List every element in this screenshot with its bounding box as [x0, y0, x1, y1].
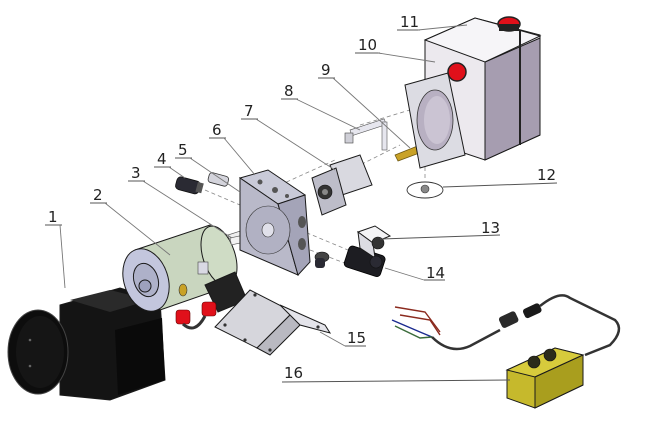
part-oil-tank[interactable] [404, 17, 542, 169]
callout-number: 15 [347, 329, 366, 347]
part-suction-tube[interactable] [344, 118, 388, 151]
callout-4: 4 [154, 150, 186, 179]
callout-number: 8 [284, 82, 294, 100]
part-solenoid-valve[interactable] [314, 225, 392, 278]
callout-number: 11 [400, 13, 419, 31]
callout-number: 12 [537, 166, 556, 184]
callout-3: 3 [128, 164, 233, 239]
callout-number: 1 [48, 208, 58, 226]
callout-number: 16 [284, 364, 303, 382]
callout-16: 16 [281, 364, 511, 383]
part-check-valve[interactable] [207, 172, 230, 187]
callout-number: 3 [131, 164, 141, 182]
part-breather-cap[interactable] [447, 16, 521, 82]
callout-1: 1 [45, 208, 66, 289]
callout-8: 8 [281, 82, 361, 131]
callout-number: 7 [244, 102, 254, 120]
part-manifold[interactable] [238, 169, 311, 276]
callout-12: 12 [442, 166, 558, 188]
callouts: 1 2 3 4 5 6 7 [45, 13, 558, 383]
part-motor-cover[interactable] [7, 287, 166, 401]
callout-number: 14 [426, 264, 445, 282]
part-mounting-bracket[interactable] [214, 289, 332, 356]
callout-11: 11 [397, 13, 468, 31]
callout-2: 2 [90, 186, 171, 256]
callout-number: 9 [321, 61, 331, 79]
callout-7: 7 [241, 102, 336, 171]
callout-13: 13 [379, 219, 500, 240]
part-relief-valve[interactable] [175, 176, 204, 195]
callout-number: 4 [157, 150, 167, 168]
part-suction-filter[interactable] [406, 181, 444, 199]
part-gear-pump[interactable] [311, 154, 373, 216]
callout-number: 10 [358, 36, 377, 54]
part-pendant-remote[interactable] [391, 294, 621, 409]
callout-9: 9 [318, 61, 411, 149]
callout-5: 5 [175, 141, 241, 193]
callout-14: 14 [384, 264, 445, 282]
callout-number: 6 [212, 121, 222, 139]
callout-6: 6 [209, 121, 256, 176]
callout-15: 15 [319, 329, 366, 347]
callout-10: 10 [355, 36, 436, 63]
part-dc-motor[interactable] [115, 222, 252, 330]
callout-number: 2 [93, 186, 103, 204]
callout-number: 13 [481, 219, 500, 237]
callout-number: 5 [178, 141, 188, 159]
